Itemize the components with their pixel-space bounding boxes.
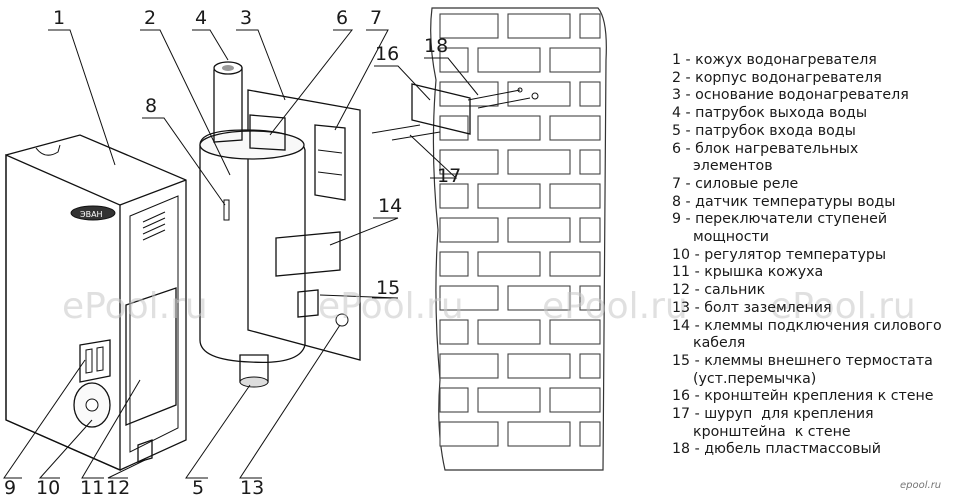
- brick: [439, 387, 469, 413]
- site-logo: epool.ru: [900, 480, 942, 491]
- callout-6: 6: [336, 7, 348, 29]
- callout-2: 2: [144, 7, 156, 29]
- brick: [549, 183, 601, 209]
- brick: [507, 353, 571, 379]
- watermarks: ePool.ru ePool.ru ePool.ru ePool.ru: [62, 286, 916, 327]
- brick: [439, 217, 499, 243]
- legend-item: 7 - силовые реле: [672, 175, 799, 192]
- legend-item: 4 - патрубок выхода воды: [672, 105, 868, 122]
- brick: [549, 47, 601, 73]
- brick: [507, 81, 571, 107]
- brick: [439, 183, 469, 209]
- legend-item: 8 - датчик температуры воды: [672, 193, 896, 210]
- brick: [439, 285, 499, 311]
- brick: [507, 217, 571, 243]
- brick: [477, 319, 541, 345]
- brick: [439, 353, 499, 379]
- legend-item: 13 - болт заземления: [672, 299, 832, 316]
- brick: [579, 217, 601, 243]
- brick: [439, 319, 469, 345]
- brick: [477, 115, 541, 141]
- callout-14: 14: [378, 195, 402, 217]
- legend-item: 3 - основание водонагревателя: [672, 87, 909, 104]
- watermark-2: ePool.ru: [318, 286, 464, 327]
- callout-8: 8: [145, 95, 157, 117]
- brick: [439, 251, 469, 277]
- callout-1: 1: [53, 7, 65, 29]
- brick: [477, 387, 541, 413]
- watermark-4: ePool.ru: [770, 286, 916, 327]
- brick: [579, 353, 601, 379]
- brick: [579, 285, 601, 311]
- callout-18: 18: [424, 35, 448, 57]
- mounting-hardware: [371, 83, 539, 141]
- brick: [549, 251, 601, 277]
- callout-10: 10: [36, 477, 60, 499]
- brick: [439, 81, 499, 107]
- legend-item: 5 - патрубок входа воды: [672, 122, 856, 139]
- legend-item: 2 - корпус водонагревателя: [672, 69, 882, 86]
- legend-item: 10 - регулятор температуры: [672, 246, 887, 263]
- callout-9: 9: [4, 477, 16, 499]
- legend-item: 11 - крышка кожуха: [672, 264, 824, 281]
- brick: [507, 285, 571, 311]
- brick: [439, 47, 469, 73]
- legend-item: 12 - сальник: [672, 282, 766, 299]
- callout-13: 13: [240, 477, 264, 499]
- brick: [477, 183, 541, 209]
- callout-4: 4: [195, 7, 207, 29]
- brick: [579, 81, 601, 107]
- legend-item-continuation: кронштейна к стене: [693, 423, 851, 440]
- callout-numbers: 1 2 4 3 6 7 8 18 16 17 14 15 9 10 11 12 …: [4, 7, 461, 499]
- brick-wall: [430, 7, 607, 471]
- legend-item: 9 - переключатели ступеней: [672, 211, 888, 228]
- callout-7: 7: [370, 7, 382, 29]
- legend-item: 17 - шуруп для крепления: [672, 406, 874, 423]
- legend-item-continuation: (уст.перемычка): [693, 370, 817, 387]
- watermark-1: ePool.ru: [62, 286, 208, 327]
- brick: [507, 149, 571, 175]
- brick: [507, 421, 571, 447]
- callout-11: 11: [80, 477, 104, 499]
- legend-item: 14 - клеммы подключения силового: [672, 317, 942, 334]
- brick: [549, 115, 601, 141]
- legend-item-continuation: кабеля: [693, 335, 746, 352]
- shell-housing: ЭВАН: [5, 134, 187, 471]
- brick: [477, 47, 541, 73]
- callout-5: 5: [192, 477, 204, 499]
- callout-12: 12: [106, 477, 130, 499]
- brick: [579, 421, 601, 447]
- legend-item: 16 - кронштейн крепления к стене: [672, 388, 934, 405]
- brick: [579, 13, 601, 39]
- callout-16: 16: [375, 43, 399, 65]
- legend-item: 6 - блок нагревательных: [672, 140, 859, 157]
- legend-item: 15 - клеммы внешнего термостата: [672, 352, 933, 369]
- brick: [439, 149, 499, 175]
- callout-17: 17: [437, 165, 461, 187]
- legend-item: 18 - дюбель пластмассовый: [672, 441, 881, 458]
- brick: [549, 387, 601, 413]
- callout-15: 15: [376, 277, 400, 299]
- brick: [549, 319, 601, 345]
- legend-item: 1 - кожух водонагревателя: [672, 52, 877, 68]
- watermark-3: ePool.ru: [542, 286, 688, 327]
- brick: [507, 13, 571, 39]
- brick: [579, 149, 601, 175]
- leader-lines: [3, 29, 479, 479]
- brick: [439, 421, 499, 447]
- device-brand: ЭВАН: [80, 210, 103, 219]
- brick: [477, 251, 541, 277]
- callout-3: 3: [240, 7, 252, 29]
- legend-item-continuation: элементов: [693, 158, 773, 175]
- heater-body: [199, 61, 361, 388]
- brick: [439, 13, 499, 39]
- legend-item-continuation: мощности: [693, 229, 769, 246]
